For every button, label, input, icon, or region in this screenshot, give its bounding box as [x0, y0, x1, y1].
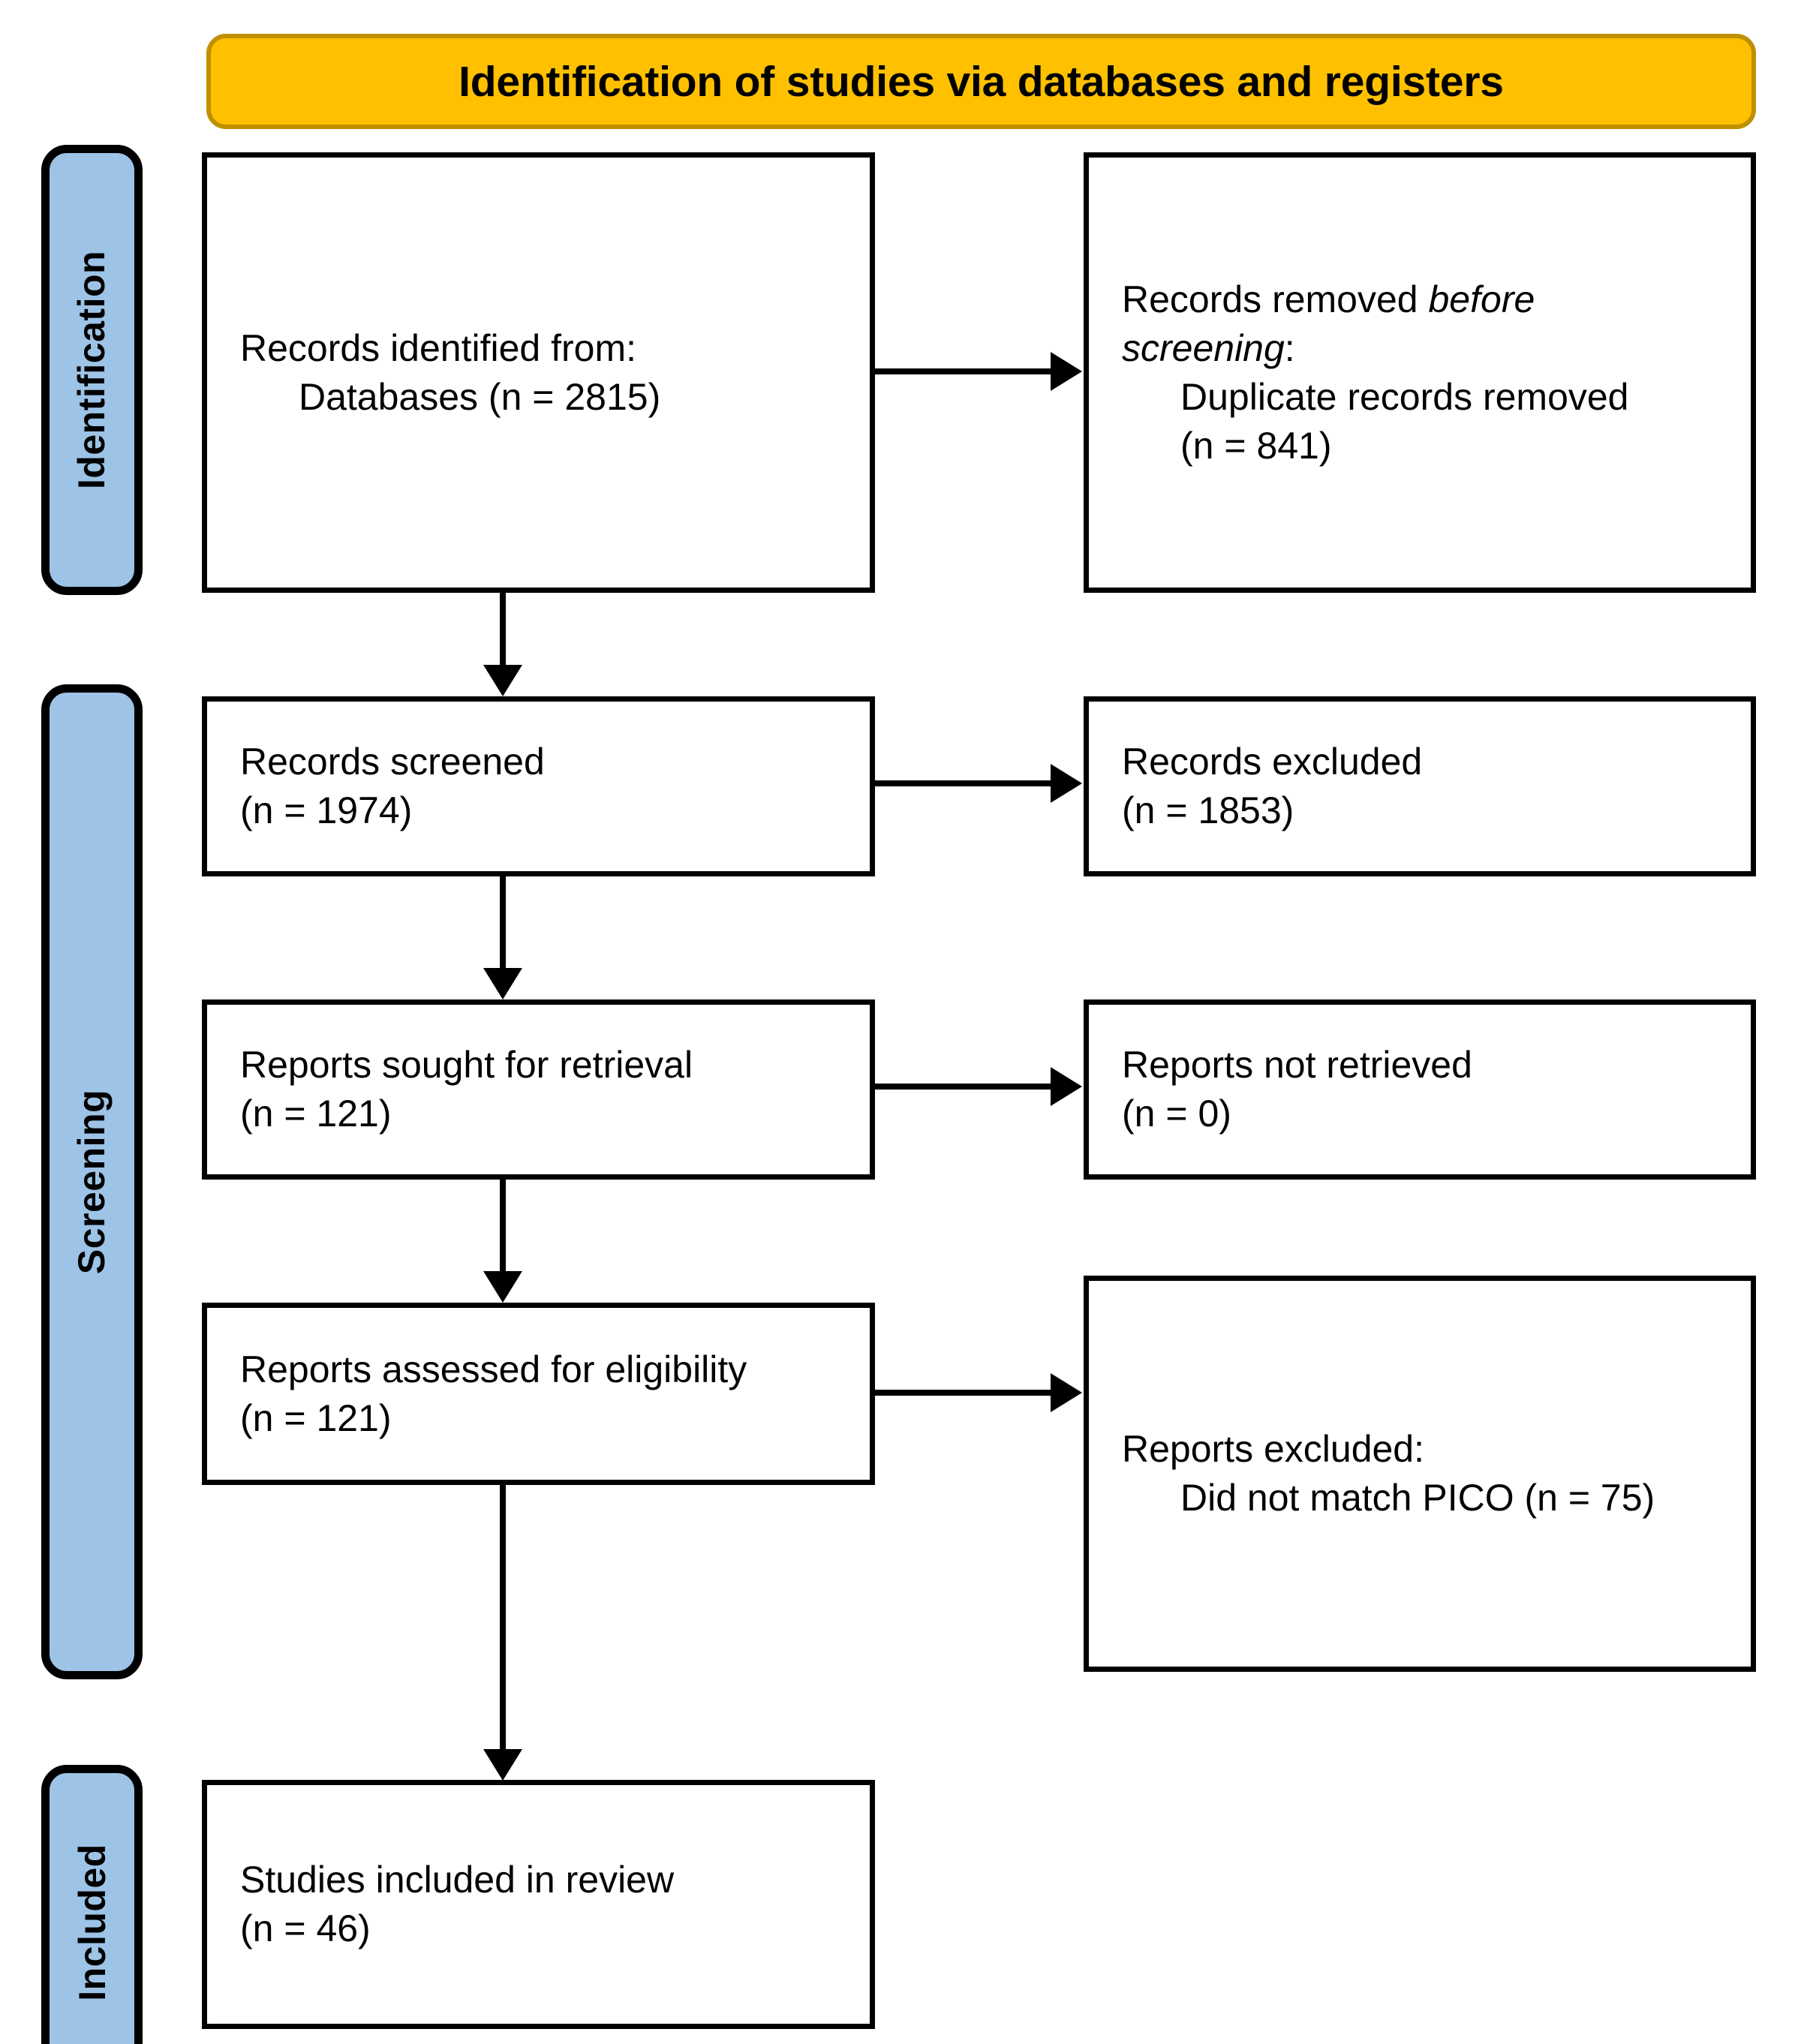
stage-label-identification: Identification	[71, 250, 113, 490]
records-screened-line-1: Records screened	[240, 741, 545, 783]
records-screened-line-2: (n = 1974)	[240, 789, 413, 831]
arrow-head-identified-to-screened-icon	[483, 665, 522, 696]
reports-assessed-line-1: Reports assessed for eligibility	[240, 1348, 747, 1390]
connector-identified-to-removed	[875, 368, 1054, 374]
connector-sought-to-not-retrieved	[875, 1084, 1054, 1090]
records-excluded-line-2: (n = 1853)	[1122, 789, 1294, 831]
page-title: Identification of studies via databases …	[459, 57, 1504, 106]
arrow-head-screened-to-excluded-icon	[1051, 764, 1082, 803]
reports-excluded-line-2: Did not match PICO (n = 75)	[1180, 1477, 1655, 1519]
reports-sought-line-1: Reports sought for retrieval	[240, 1044, 693, 1086]
studies-included-line-1: Studies included in review	[240, 1859, 675, 1901]
records-excluded-line-1: Records excluded	[1122, 741, 1423, 783]
stage-label-included: Included	[71, 1844, 113, 2001]
connector-assessed-to-reports-excluded	[875, 1390, 1054, 1396]
stage-tab-included: Included	[41, 1765, 143, 2044]
records-identified-line-1: Records identified from:	[240, 326, 637, 369]
arrow-head-sought-to-not-retrieved-icon	[1051, 1067, 1082, 1106]
box-records-excluded: Records excluded (n = 1853)	[1084, 696, 1756, 876]
reports-assessed-line-2: (n = 121)	[240, 1396, 392, 1439]
connector-screened-to-excluded	[875, 780, 1054, 786]
connector-identified-to-screened	[500, 593, 506, 668]
reports-sought-line-2: (n = 121)	[240, 1093, 392, 1135]
studies-included-line-2: (n = 46)	[240, 1907, 371, 1949]
connector-screened-to-sought	[500, 876, 506, 971]
records-removed-line-3: Duplicate records removed	[1180, 375, 1629, 418]
reports-not-retrieved-line-2: (n = 0)	[1122, 1093, 1231, 1135]
records-removed-line-1: Records removed before	[1122, 278, 1535, 320]
box-studies-included-in-review: Studies included in review (n = 46)	[202, 1780, 875, 2029]
records-identified-line-2: Databases (n = 2815)	[299, 375, 661, 418]
diagram-header-banner: Identification of studies via databases …	[206, 34, 1756, 129]
box-records-identified: Records identified from: Databases (n = …	[202, 152, 875, 593]
stage-label-screening: Screening	[71, 1089, 113, 1275]
stage-tab-identification: Identification	[41, 145, 143, 595]
connector-assessed-to-included	[500, 1485, 506, 1752]
arrow-head-assessed-to-included-icon	[483, 1749, 522, 1781]
box-reports-assessed-for-eligibility: Reports assessed for eligibility (n = 12…	[202, 1303, 875, 1485]
arrow-head-identified-to-removed-icon	[1051, 352, 1082, 391]
connector-sought-to-assessed	[500, 1180, 506, 1274]
records-removed-line-4: (n = 841)	[1180, 424, 1332, 467]
arrow-head-sought-to-assessed-icon	[483, 1271, 522, 1303]
arrow-head-assessed-to-reports-excluded-icon	[1051, 1373, 1082, 1412]
reports-not-retrieved-line-1: Reports not retrieved	[1122, 1044, 1472, 1086]
box-records-screened: Records screened (n = 1974)	[202, 696, 875, 876]
box-reports-not-retrieved: Reports not retrieved (n = 0)	[1084, 999, 1756, 1180]
arrow-head-screened-to-sought-icon	[483, 968, 522, 999]
box-reports-sought-for-retrieval: Reports sought for retrieval (n = 121)	[202, 999, 875, 1180]
box-reports-excluded: Reports excluded: Did not match PICO (n …	[1084, 1276, 1756, 1672]
stage-tab-screening: Screening	[41, 684, 143, 1679]
records-removed-line-2: screening:	[1122, 326, 1295, 369]
box-records-removed-before-screening: Records removed before screening: Duplic…	[1084, 152, 1756, 593]
reports-excluded-line-1: Reports excluded:	[1122, 1428, 1425, 1470]
